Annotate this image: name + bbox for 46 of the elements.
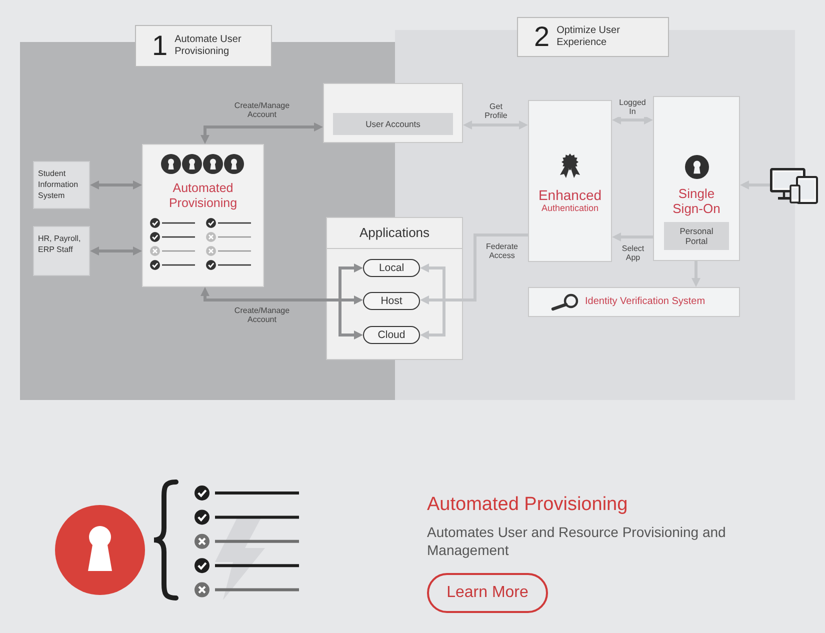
box-label: Identity Verification System — [585, 296, 706, 308]
connector-arrow — [340, 296, 363, 304]
system-box — [33, 161, 90, 209]
connector-arrow — [612, 116, 653, 124]
connector-line — [444, 234, 528, 302]
connector-arrow — [90, 180, 142, 190]
edge-label: Logged In — [617, 97, 648, 117]
connector-arrow — [692, 261, 700, 287]
card-title: Enhanced — [538, 187, 602, 203]
connector-arrow — [420, 296, 444, 304]
card-title: Single Sign-On — [672, 186, 722, 216]
applications-box — [326, 217, 463, 360]
container-box — [323, 83, 463, 143]
section-heading: Optimize User Experience — [556, 25, 621, 49]
step-number: 1 — [152, 31, 168, 61]
service-card — [528, 100, 612, 262]
connector-arrow — [338, 300, 363, 340]
app-pill: Local — [363, 259, 420, 277]
card-subtitle: Authentication — [541, 203, 599, 214]
service-card — [653, 96, 740, 261]
connector-arrow — [90, 246, 142, 256]
system-label: HR, Payroll, ERP Staff — [38, 233, 82, 255]
connector-arrow — [338, 264, 363, 300]
step-number: 2 — [534, 22, 550, 52]
card-title: Automated Provisioning — [168, 181, 238, 211]
connector-arrow — [463, 120, 528, 130]
system-label: Student Information System — [38, 168, 80, 201]
promo-description: Automates User and Resource Provisioning and Management — [427, 523, 727, 559]
label-band: Personal Portal — [664, 222, 729, 250]
promo-heading: Automated Provisioning — [427, 493, 629, 517]
connector-arrow — [420, 300, 446, 340]
devices-icon — [770, 168, 818, 204]
connector-arrow — [612, 232, 653, 242]
connector-arrow — [200, 287, 340, 302]
connector-arrow — [740, 180, 770, 190]
connector-arrow — [420, 264, 446, 300]
learn-more-button: Learn More — [427, 573, 548, 613]
verification-box — [528, 287, 740, 317]
connector-arrow — [200, 122, 323, 144]
process-card — [142, 144, 264, 287]
section-heading: Automate User Provisioning — [174, 34, 242, 58]
app-pill: Host — [363, 292, 420, 310]
system-box — [33, 226, 90, 276]
app-pill: Cloud — [363, 326, 420, 344]
label-band: User Accounts — [333, 113, 453, 135]
box-heading: Applications — [327, 218, 462, 249]
